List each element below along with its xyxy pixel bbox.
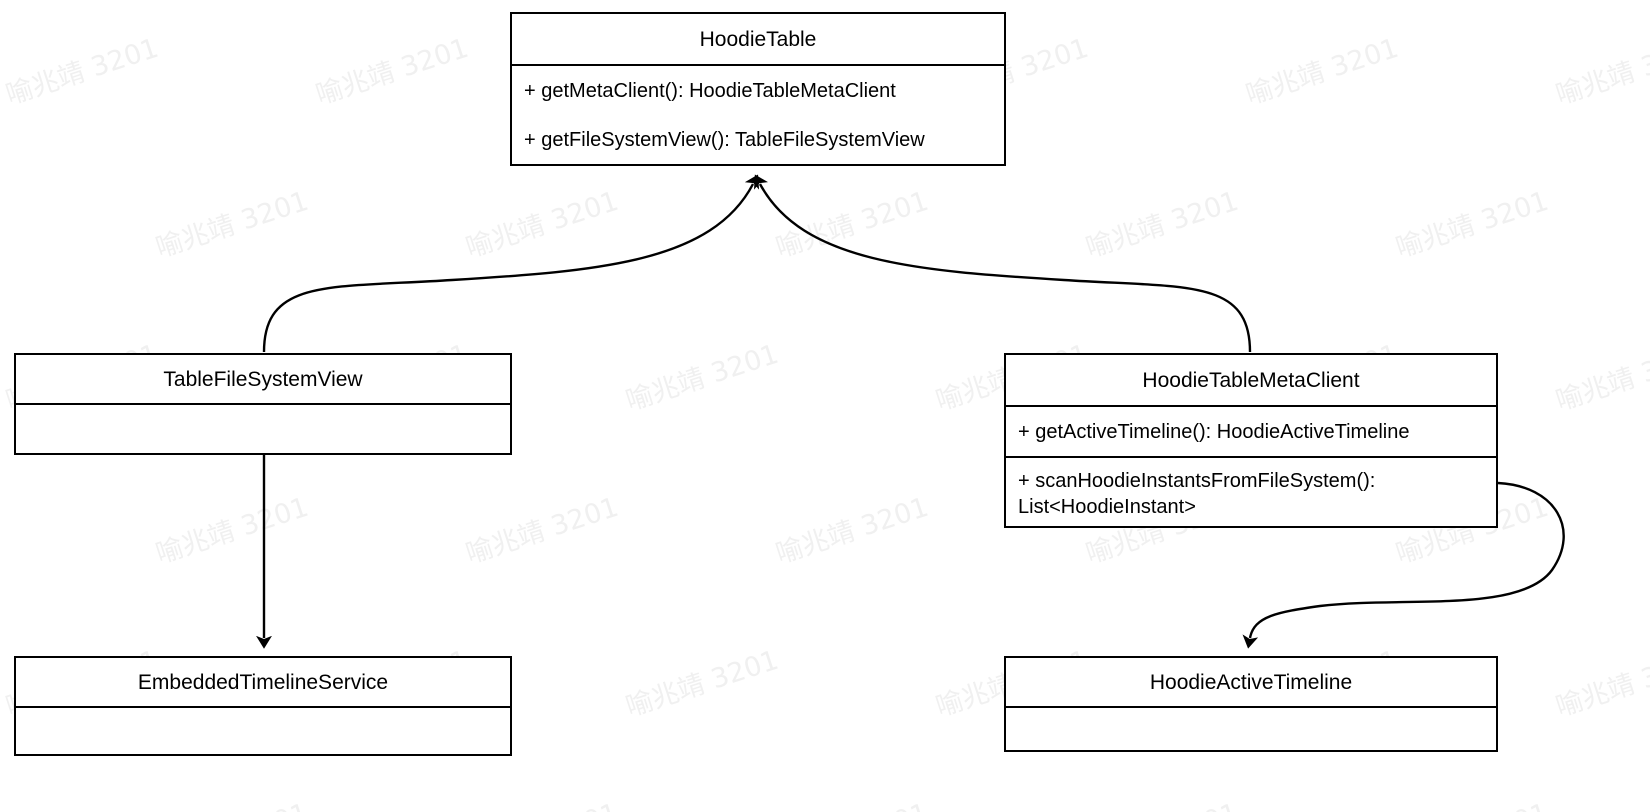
class-member: + scanHoodieInstantsFromFileSystem(): Li… bbox=[1006, 456, 1496, 525]
class-members-table-file-system-view bbox=[16, 403, 510, 453]
class-box-hoodie-table-meta-client[interactable]: HoodieTableMetaClient + getActiveTimelin… bbox=[1004, 353, 1498, 528]
class-title-hoodie-table-meta-client: HoodieTableMetaClient bbox=[1142, 368, 1360, 392]
watermark-text: 喻兆靖 3201 bbox=[462, 185, 623, 265]
class-title-embedded-timeline-service: EmbeddedTimelineService bbox=[137, 670, 389, 694]
class-box-table-file-system-view[interactable]: TableFileSystemView bbox=[14, 353, 512, 455]
watermark-text: 喻兆靖 3201 bbox=[152, 491, 313, 571]
class-member: + getActiveTimeline(): HoodieActiveTimel… bbox=[1018, 421, 1410, 443]
watermark-text: 喻兆靖 3201 bbox=[1552, 644, 1650, 724]
watermark-text: 喻兆靖 3201 bbox=[150, 791, 313, 812]
edge-hoodietablemetaclient-to-hoodietable bbox=[754, 174, 1252, 353]
class-box-embedded-timeline-service[interactable]: EmbeddedTimelineService bbox=[14, 656, 512, 756]
watermark-text: 喻兆靖 3201 bbox=[1552, 338, 1650, 418]
watermark-text: 喻兆靖 3201 bbox=[1552, 32, 1650, 112]
watermark-text: 喻兆靖 3201 bbox=[2, 32, 163, 112]
class-members-hoodie-table: + getMetaClient(): HoodieTableMetaClient… bbox=[512, 64, 1004, 164]
watermark-text: 喻兆靖 3201 bbox=[0, 791, 3, 812]
class-member: + getMetaClient(): HoodieTableMetaClient bbox=[524, 79, 896, 102]
watermark-text: 喻兆靖 3201 bbox=[312, 32, 473, 112]
class-member: + getFileSystemView(): TableFileSystemVi… bbox=[524, 128, 925, 151]
watermark-text: 喻兆靖 3201 bbox=[622, 338, 783, 418]
watermark-text: 喻兆靖 3201 bbox=[1082, 185, 1243, 265]
watermark-text: 喻兆靖 3201 bbox=[1390, 791, 1553, 812]
class-box-hoodie-active-timeline[interactable]: HoodieActiveTimeline bbox=[1004, 656, 1498, 752]
watermark-text: 喻兆靖 3201 bbox=[772, 185, 933, 265]
class-title-table-file-system-view: TableFileSystemView bbox=[163, 367, 363, 391]
watermark-text: 喻兆靖 3201 bbox=[1080, 791, 1243, 812]
watermark-text: 喻兆靖 3201 bbox=[460, 791, 623, 812]
watermark-text: 喻兆靖 3201 bbox=[0, 491, 3, 570]
class-box-hoodie-table[interactable]: HoodieTable + getMetaClient(): HoodieTab… bbox=[510, 12, 1006, 166]
class-members-embedded-timeline-service bbox=[16, 706, 510, 754]
watermark-text: 喻兆靖 3201 bbox=[770, 791, 933, 812]
watermark-text: 喻兆靖 3201 bbox=[1392, 185, 1553, 265]
class-members-hoodie-table-meta-client: + getActiveTimeline(): HoodieActiveTimel… bbox=[1006, 405, 1496, 526]
class-title-hoodie-active-timeline: HoodieActiveTimeline bbox=[1149, 670, 1353, 694]
watermark-text: 喻兆靖 3201 bbox=[772, 491, 933, 571]
edge-tablefilesystemview-to-hoodietable bbox=[262, 174, 760, 353]
class-members-hoodie-active-timeline bbox=[1006, 706, 1496, 750]
watermark-text: 喻兆靖 3201 bbox=[622, 644, 783, 724]
watermark-text: 喻兆靖 3201 bbox=[152, 185, 313, 265]
class-title-hoodie-table: HoodieTable bbox=[699, 27, 817, 51]
watermark-text: 喻兆靖 3201 bbox=[462, 491, 623, 571]
watermark-text: 喻兆靖 3201 bbox=[1242, 32, 1403, 112]
watermark-text: 喻兆靖 3201 bbox=[0, 185, 3, 264]
